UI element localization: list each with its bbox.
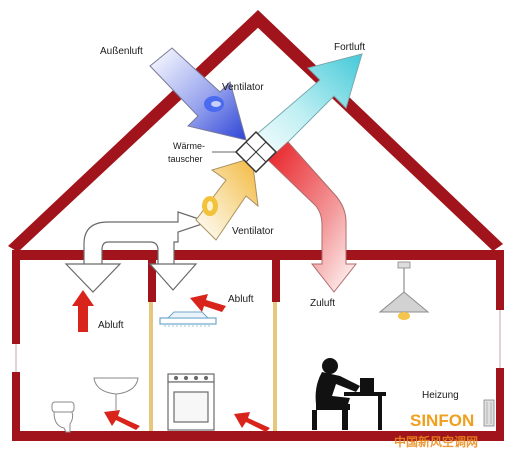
roof-left (8, 10, 262, 252)
label-zuluft: Zuluft (310, 298, 335, 309)
small-arrows (72, 290, 270, 432)
label-abluft-left: Abluft (98, 320, 124, 331)
label-waermetauscher-2: tauscher (168, 154, 203, 164)
outside-air-arrow (149, 47, 247, 141)
watermark-brand: SINFON (410, 411, 474, 430)
arrow-bath-floor (104, 410, 140, 430)
label-heizung: Heizung (422, 390, 459, 401)
right-wall-lower (496, 368, 504, 438)
left-wall-upper (12, 252, 20, 344)
arrow-kitchen-abluft (190, 294, 226, 312)
right-wall-upper (496, 252, 504, 310)
radiator (483, 399, 495, 427)
sink (93, 377, 139, 410)
arrow-up-left (72, 290, 94, 332)
supply-air-arrow (267, 141, 358, 293)
fan-bottom (202, 196, 218, 216)
pillars (149, 302, 277, 431)
fan-top (204, 96, 224, 112)
floor (12, 431, 504, 441)
person-at-desk (312, 358, 386, 430)
toilet (51, 401, 75, 433)
left-wall-lower (12, 372, 20, 438)
label-ventilator-top: Ventilator (222, 82, 264, 93)
pendant-lamp (378, 261, 430, 320)
range-hood (159, 311, 217, 327)
label-abluft-kitchen: Abluft (228, 294, 254, 305)
partition-wall-right (272, 252, 280, 302)
label-waermetauscher-1: Wärme- (173, 141, 205, 151)
label-ventilator-bottom: Ventilator (232, 226, 274, 237)
label-aussenluft: Außenluft (100, 46, 143, 57)
extract-air-duct (64, 211, 210, 293)
pillar-right (273, 302, 277, 431)
ceiling-beam (12, 250, 504, 260)
heat-exchanger (234, 130, 278, 174)
pillar-left (149, 302, 153, 431)
partition-wall-left (148, 252, 156, 302)
stove (167, 373, 215, 431)
arrow-kitchen-floor (234, 412, 270, 432)
watermark-subtitle: 中国新风空调网 (394, 434, 478, 449)
label-fortluft: Fortluft (334, 42, 365, 53)
extract-air-arrow (195, 157, 259, 241)
